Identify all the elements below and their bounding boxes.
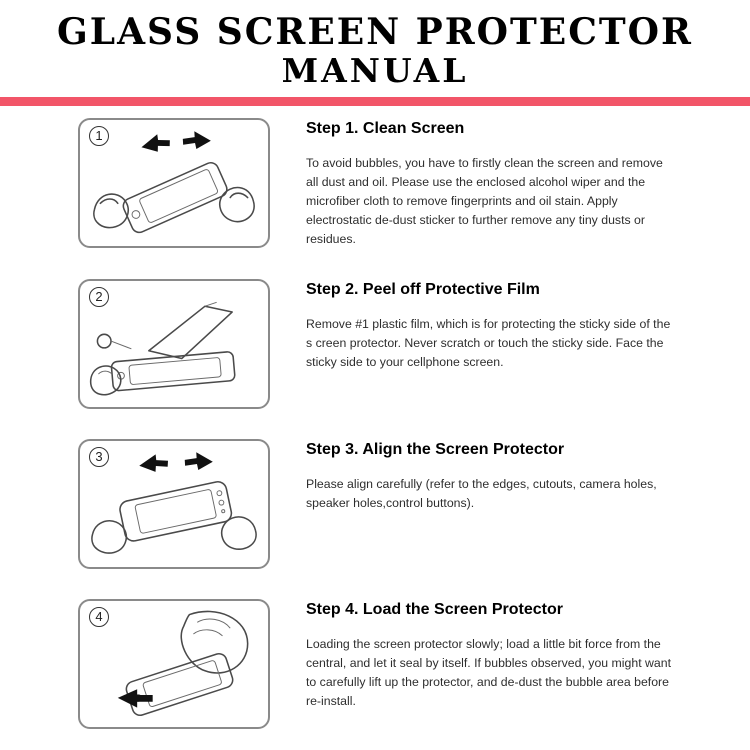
step-1-body: To avoid bubbles, you have to firstly cl…	[306, 155, 663, 246]
title-divider	[0, 96, 750, 106]
speaker-hole-icon	[218, 499, 225, 506]
peeled-film-icon	[148, 301, 233, 360]
step-1-text: Step 1. Clean Screen To avoid bubbles, y…	[306, 118, 678, 249]
camera-hole-icon	[216, 490, 223, 496]
step-4-load-protector-illustration	[117, 610, 249, 716]
step-1-number-badge: 1	[89, 125, 109, 146]
step-2-heading: Step 2. Peel off Protective Film	[306, 280, 540, 298]
phone-outline-icon	[125, 652, 234, 716]
step-3-heading: Step 3. Align the Screen Protector	[306, 440, 565, 458]
hand-outline-icon	[91, 516, 257, 554]
wipe-arrows-icon	[141, 130, 211, 152]
page-title-line2: MANUAL	[281, 51, 469, 91]
step-3-align-protector-illustration	[91, 452, 257, 554]
step-1-illustration-box: 1	[78, 117, 270, 248]
step-2-number-badge: 2	[89, 286, 109, 307]
hand-outline-icon	[93, 186, 255, 228]
hand-outline-icon	[180, 610, 249, 674]
step-3-body: Please align carefully (refer to the edg…	[306, 476, 657, 510]
step-4-number-badge: 4	[89, 606, 109, 627]
step-2-illustration-box: 2	[78, 278, 270, 409]
step-row-3: 3	[78, 438, 750, 569]
press-arrow-icon	[117, 689, 153, 708]
step-4-body: Loading the screen protector slowly; loa…	[306, 636, 672, 709]
step-2-body: Remove #1 plastic film, which is for pro…	[306, 316, 671, 370]
step-1-heading: Step 1. Clean Screen	[306, 119, 465, 137]
page-title-line1: GLASS SCREEN PROTECTOR	[57, 11, 693, 53]
step-1-clean-screen-illustration	[93, 130, 255, 233]
step-row-1: 1	[78, 117, 750, 249]
rolled-film-corner-icon	[96, 333, 112, 349]
phone-outline-icon	[119, 480, 233, 542]
phone-outline-icon	[122, 161, 228, 233]
align-arrows-icon	[139, 452, 213, 472]
step-2-text: Step 2. Peel off Protective Film Remove …	[306, 279, 678, 372]
step-4-heading: Step 4. Load the Screen Protector	[306, 600, 563, 618]
hand-outline-icon	[89, 365, 122, 396]
step-3-text: Step 3. Align the Screen Protector Pleas…	[306, 439, 678, 513]
step-3-illustration-box: 3	[78, 438, 270, 569]
steps-list: 1	[0, 117, 750, 729]
step-4-text: Step 4. Load the Screen Protector Loadin…	[306, 599, 678, 711]
step-row-2: 2	[78, 278, 750, 409]
step-row-4: 4	[78, 598, 750, 729]
film-edge-line	[110, 340, 132, 350]
step-4-illustration-box: 4	[78, 598, 270, 729]
step-2-peel-film-illustration	[89, 301, 236, 396]
page-title: GLASS SCREEN PROTECTOR MANUAL	[0, 0, 750, 90]
phone-outline-icon	[110, 351, 236, 392]
step-3-number-badge: 3	[89, 446, 109, 467]
